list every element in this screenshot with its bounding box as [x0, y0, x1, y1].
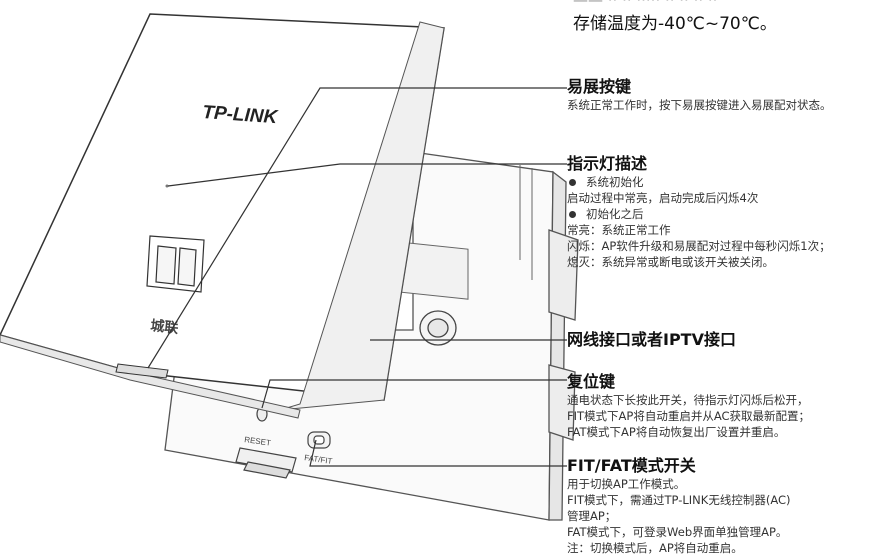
callout-led: 指示灯描述 系统初始化 启动过程中常亮，启动完成后闪烁4次 初始化之后 常亮：系…	[567, 154, 831, 270]
callout-line: FIT模式下，需通过TP-LINK无线控制器(AC)	[567, 493, 791, 507]
round-screw-icon	[419, 310, 457, 346]
callout-title: 复位键	[567, 372, 616, 391]
bullet-item: 系统初始化	[567, 174, 831, 190]
callout-line: FIT模式下AP将自动重启并从AC获取最新配置；	[567, 409, 811, 423]
device-brand-cn: 城联	[150, 317, 181, 337]
leader-lines	[147, 87, 567, 467]
reset-label: RESET	[244, 435, 272, 448]
reset-leader	[261, 379, 567, 409]
storage-note: —— ·· ·· ····· ·· ·· ·· ·· 存储温度为-40℃~70℃…	[573, 0, 777, 34]
callout-title: 指示灯描述	[567, 154, 648, 173]
callout-line: 启动过程中常亮，启动完成后闪烁4次	[567, 191, 759, 205]
callout-title: FIT/FAT模式开关	[567, 456, 696, 475]
mode-switch-icon	[307, 431, 331, 449]
callout-reset: 复位键 通电状态下长按此开关，待指示灯闪烁后松开， FIT模式下AP将自动重启并…	[567, 372, 810, 440]
callout-line: 熄灭：系统异常或断电或该开关被关闭。	[567, 255, 774, 269]
mode-leader	[309, 439, 567, 467]
callout-wps: 易展按键 系统正常工作时，按下易展按键进入易展配对状态。	[567, 77, 832, 113]
callout-title: 易展按键	[567, 77, 632, 96]
callout-line: 注：切换模式后，AP将自动重启。	[567, 541, 743, 555]
bullet-icon	[569, 178, 576, 186]
callout-line: FAT模式下AP将自动恢复出厂设置并重启。	[567, 425, 786, 439]
callout-line: 常亮：系统正常工作	[567, 223, 671, 237]
callout-line: 系统正常工作时，按下易展按键进入易展配对状态。	[567, 98, 832, 112]
callout-line: 用于切换AP工作模式。	[567, 477, 686, 491]
wps-leader	[147, 87, 567, 369]
callout-line: 闪烁：AP软件升级和易展配对过程中每秒闪烁1次；	[567, 239, 831, 253]
callout-line: 管理AP；	[567, 509, 617, 523]
status-led-icon	[165, 184, 169, 188]
bullet-item: 初始化之后	[567, 206, 831, 222]
callout-title: 网线接口或者IPTV接口	[567, 330, 736, 349]
callout-line: FAT模式下，可登录Web界面单独管理AP。	[567, 525, 788, 539]
front-panel	[0, 13, 445, 419]
callout-line: 通电状态下长按此开关，待指示灯闪烁后松开，	[567, 393, 809, 407]
bullet-icon	[569, 210, 576, 218]
led-leader	[167, 163, 567, 187]
bottom-clips	[235, 447, 297, 479]
callout-port: 网线接口或者IPTV接口	[567, 330, 736, 350]
wps-button-icon	[115, 363, 169, 379]
front-socket-icon	[146, 235, 205, 293]
callout-mode: FIT/FAT模式开关 用于切换AP工作模式。 FIT模式下，需通过TP-LIN…	[567, 456, 791, 556]
